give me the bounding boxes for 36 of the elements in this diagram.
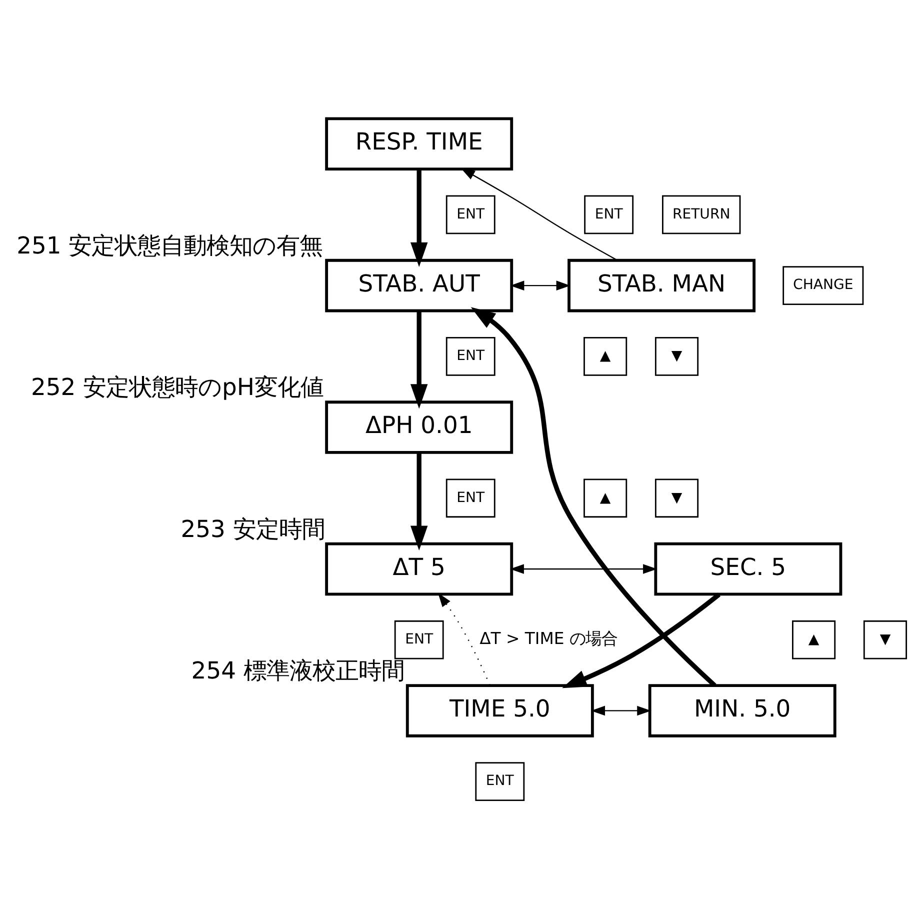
node-box: SEC. 5 — [654, 542, 842, 596]
node-label: 251 安定状態自動検知の有無 — [16, 230, 323, 259]
node-box: STAB. MAN — [568, 258, 756, 312]
arrow — [470, 306, 716, 687]
edge-label: ΔT > TIME の場合 — [480, 628, 618, 648]
node-box: RESP. TIME — [325, 116, 514, 170]
node-box: CHANGE — [782, 266, 864, 305]
node-box: ▼ — [654, 478, 699, 518]
node-box: ENT — [446, 336, 496, 376]
arrow — [590, 705, 652, 716]
node-label: 254 標準液校正時間 — [191, 656, 404, 684]
arrow — [460, 168, 618, 260]
node-box: ENT — [584, 194, 634, 234]
node-box: ΔT 5 — [325, 542, 514, 596]
node-label: 253 安定時間 — [180, 514, 325, 542]
node-box: RETURN — [662, 194, 741, 234]
arrow — [410, 452, 428, 550]
node-box: ▲ — [584, 478, 628, 518]
node-box: ENT — [475, 762, 525, 801]
arrow — [510, 280, 570, 290]
arrow — [410, 168, 428, 267]
node-box: ENT — [394, 620, 444, 659]
node-box: MIN. 5.0 — [648, 684, 836, 737]
node-box: ▼ — [863, 620, 908, 659]
arrow — [510, 564, 658, 574]
node-box: TIME 5.0 — [406, 684, 594, 737]
node-box: ENT — [446, 194, 496, 234]
node-box: ▲ — [584, 336, 628, 376]
node-box: ENT — [446, 478, 496, 518]
arrow — [410, 310, 428, 408]
node-box: STAB. AUT — [325, 258, 514, 312]
node-box: ▼ — [654, 336, 699, 376]
node-box: ▲ — [792, 620, 836, 659]
node-box: ΔPH 0.01 — [325, 400, 514, 454]
node-label: 252 安定状態時のpH変化値 — [30, 372, 324, 401]
arrow — [562, 592, 720, 688]
